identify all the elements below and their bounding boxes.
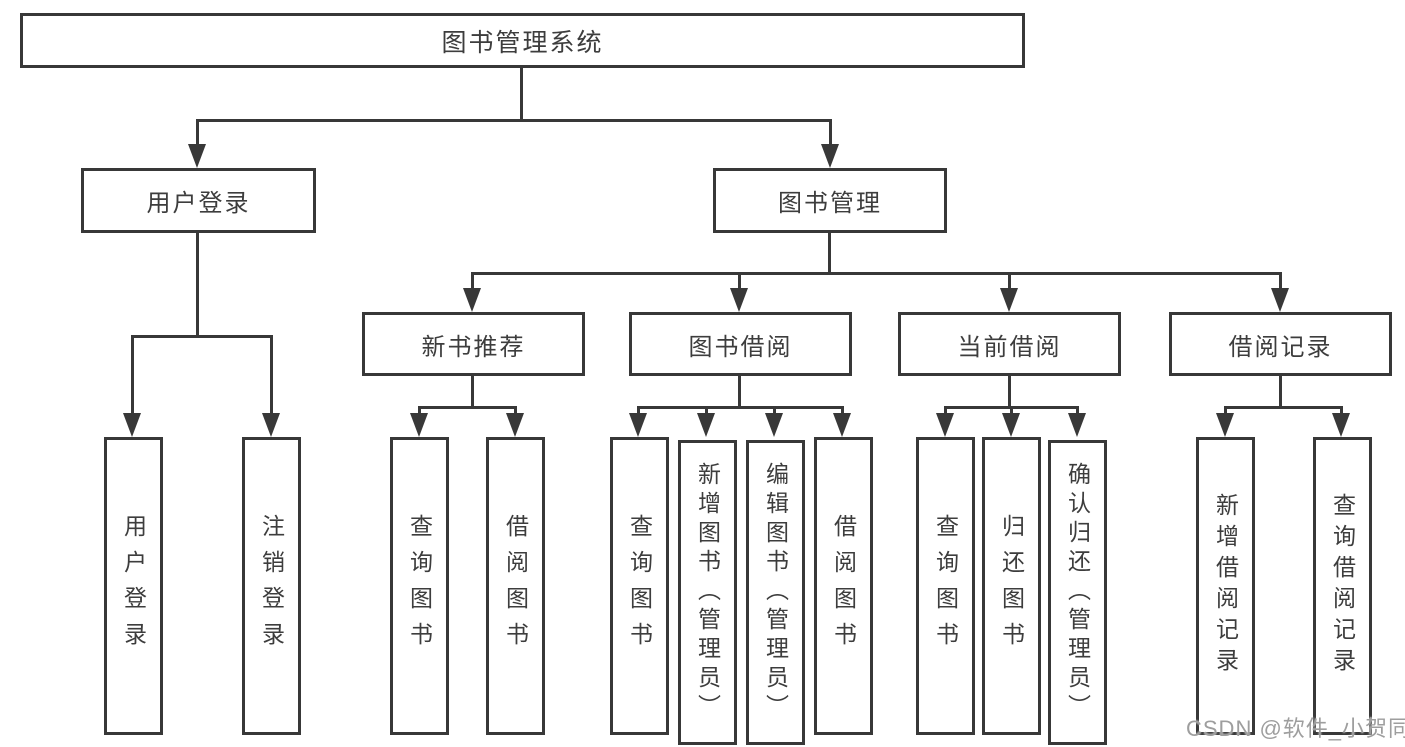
leaf-return-book: 归还图书	[982, 437, 1041, 735]
leaf-add-book-admin: 新增图书（管理员）	[678, 440, 737, 745]
arrowhead-down-icon	[833, 413, 851, 437]
node-current-borrow: 当前借阅	[898, 312, 1121, 376]
arrowhead-down-icon	[765, 413, 783, 437]
arrowhead-down-icon	[1271, 288, 1289, 312]
node-new-book-recommend: 新书推荐	[362, 312, 585, 376]
connector-line	[705, 406, 708, 417]
arrowhead-down-icon	[188, 144, 206, 168]
arrowhead-down-icon	[1332, 413, 1350, 437]
connector-line	[270, 335, 273, 415]
connector-line	[196, 233, 199, 335]
connector-line	[471, 376, 474, 407]
arrowhead-down-icon	[1000, 288, 1018, 312]
connector-line	[1008, 272, 1011, 292]
leaf-query-books-1: 查询图书	[390, 437, 449, 735]
connector-line	[418, 406, 517, 409]
node-book-management: 图书管理	[713, 168, 947, 233]
connector-line	[773, 406, 776, 417]
connector-line	[1224, 406, 1227, 417]
connector-line	[1010, 406, 1013, 417]
leaf-user-login: 用户登录	[104, 437, 163, 735]
connector-line	[637, 406, 844, 409]
node-book-borrow: 图书借阅	[629, 312, 852, 376]
connector-line	[1008, 376, 1011, 407]
leaf-add-borrow-record: 新增借阅记录	[1196, 437, 1255, 735]
node-library-management-system: 图书管理系统	[20, 13, 1025, 68]
connector-line	[829, 119, 832, 149]
connector-line	[1076, 406, 1079, 417]
arrowhead-down-icon	[410, 413, 428, 437]
arrowhead-down-icon	[463, 288, 481, 312]
node-borrow-records: 借阅记录	[1169, 312, 1392, 376]
leaf-query-borrow-record: 查询借阅记录	[1313, 437, 1372, 735]
connector-line	[471, 272, 474, 292]
arrowhead-down-icon	[1216, 413, 1234, 437]
connector-line	[471, 272, 1281, 275]
leaf-query-books-3: 查询图书	[916, 437, 975, 735]
leaf-borrow-books-2: 借阅图书	[814, 437, 873, 735]
connector-line	[514, 406, 517, 417]
csdn-watermark: CSDN @软件_小贺同学	[1186, 716, 1405, 741]
connector-line	[196, 119, 832, 122]
connector-line	[418, 406, 421, 417]
leaf-logout: 注销登录	[242, 437, 301, 735]
leaf-confirm-return-admin: 确认归还（管理员）	[1048, 440, 1107, 745]
connector-line	[1279, 272, 1282, 292]
connector-line	[738, 376, 741, 407]
connector-line	[1224, 406, 1343, 409]
connector-line	[196, 119, 199, 149]
arrowhead-down-icon	[1068, 413, 1086, 437]
leaf-edit-book-admin: 编辑图书（管理员）	[746, 440, 805, 745]
connector-line	[131, 335, 273, 338]
arrowhead-down-icon	[821, 144, 839, 168]
connector-line	[1279, 376, 1282, 407]
arrowhead-down-icon	[697, 413, 715, 437]
arrowhead-down-icon	[730, 288, 748, 312]
connector-line	[1340, 406, 1343, 417]
connector-line	[520, 66, 523, 119]
connector-line	[738, 272, 741, 292]
arrowhead-down-icon	[506, 413, 524, 437]
arrowhead-down-icon	[123, 413, 141, 437]
connector-line	[944, 406, 947, 417]
arrowhead-down-icon	[262, 413, 280, 437]
arrowhead-down-icon	[1002, 413, 1020, 437]
node-user-login: 用户登录	[81, 168, 316, 233]
leaf-query-books-2: 查询图书	[610, 437, 669, 735]
connector-line	[841, 406, 844, 417]
arrowhead-down-icon	[936, 413, 954, 437]
connector-line	[637, 406, 640, 417]
connector-line	[828, 233, 831, 272]
leaf-borrow-books-1: 借阅图书	[486, 437, 545, 735]
arrowhead-down-icon	[629, 413, 647, 437]
connector-line	[131, 335, 134, 415]
